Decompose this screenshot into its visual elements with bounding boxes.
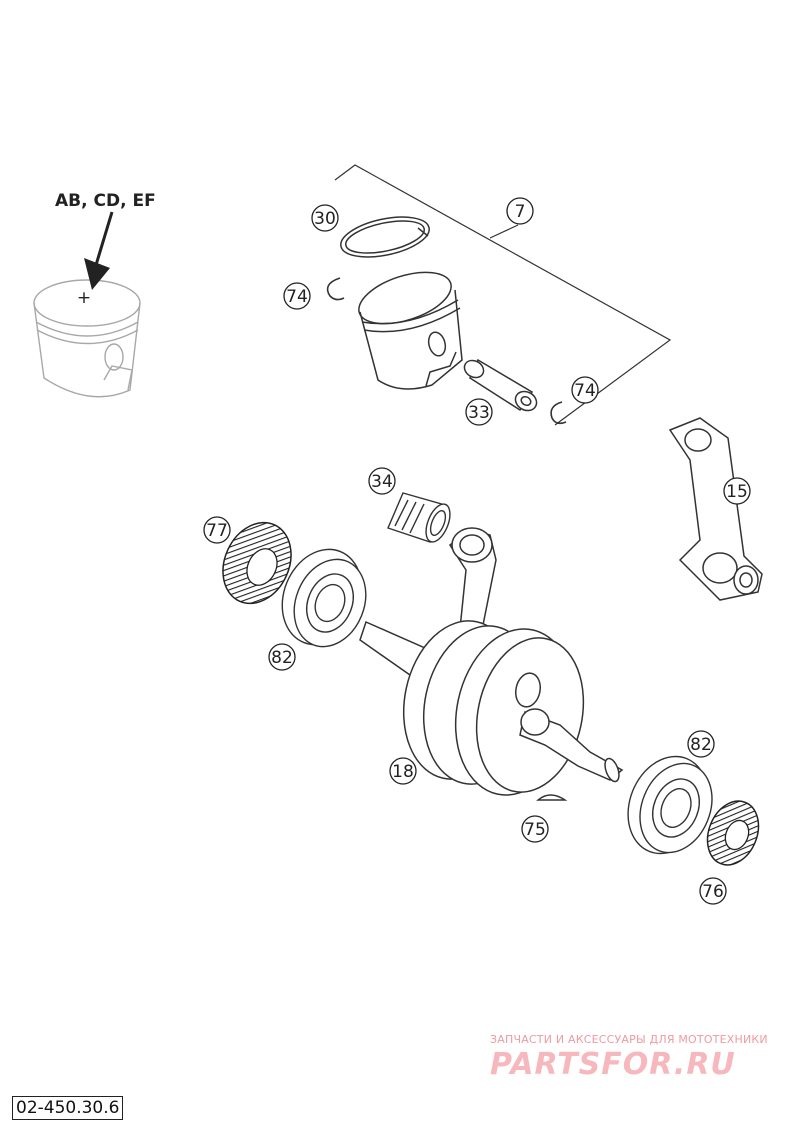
circlip-right bbox=[550, 401, 567, 425]
svg-text:+: + bbox=[77, 288, 91, 308]
piston-reference-drawing bbox=[33, 279, 141, 398]
connecting-rod bbox=[668, 417, 763, 601]
callout-seal-left: 77 bbox=[203, 516, 231, 544]
svg-text:82: 82 bbox=[271, 648, 293, 668]
crankshaft bbox=[359, 527, 624, 796]
svg-text:82: 82 bbox=[690, 735, 712, 755]
bearing-left bbox=[281, 548, 367, 648]
svg-text:30: 30 bbox=[314, 209, 336, 229]
reference-arrow: + bbox=[77, 211, 114, 308]
watermark-tagline: ЗАПЧАСТИ И АКСЕССУАРЫ ДЛЯ МОТОТЕХНИКИ bbox=[490, 1033, 768, 1046]
bearing-right bbox=[627, 755, 713, 855]
svg-text:74: 74 bbox=[286, 287, 308, 307]
piston bbox=[358, 271, 463, 390]
seal-right bbox=[706, 800, 760, 866]
needle-bearing bbox=[387, 492, 451, 543]
seal-left bbox=[222, 521, 292, 605]
piston-pin bbox=[463, 358, 538, 412]
drawing-code: 02-450.30.6 bbox=[12, 1096, 124, 1120]
woodruff-key bbox=[536, 794, 568, 801]
piston-marking-label: AB, CD, EF bbox=[55, 191, 156, 211]
callout-piston-kit: 7 bbox=[506, 197, 534, 225]
callout-bearing-left: 82 bbox=[268, 643, 296, 671]
callout-crankshaft: 18 bbox=[389, 757, 417, 785]
svg-text:74: 74 bbox=[574, 381, 596, 401]
callout-circlip-left: 74 bbox=[283, 282, 311, 310]
watermark-brand: PARTSFOR.RU bbox=[490, 1047, 736, 1082]
callout-bearing-right: 82 bbox=[687, 730, 715, 758]
callout-piston-pin: 33 bbox=[465, 398, 493, 426]
svg-text:76: 76 bbox=[702, 882, 724, 902]
piston-kit-bracket bbox=[334, 164, 672, 426]
callout-seal-right: 76 bbox=[699, 877, 727, 905]
callout-conrod: 15 bbox=[723, 477, 751, 505]
svg-text:34: 34 bbox=[371, 472, 393, 492]
svg-text:7: 7 bbox=[515, 202, 526, 222]
svg-text:15: 15 bbox=[726, 482, 748, 502]
svg-text:33: 33 bbox=[468, 403, 490, 423]
circlip-left bbox=[326, 277, 345, 301]
svg-text:77: 77 bbox=[206, 521, 228, 541]
callout-circlip-right: 74 bbox=[571, 376, 599, 404]
callout-woodruff-key: 75 bbox=[521, 815, 549, 843]
callout-needle-bearing: 34 bbox=[368, 467, 396, 495]
callout-piston-ring: 30 bbox=[311, 204, 339, 232]
piston-ring bbox=[340, 216, 430, 258]
svg-text:18: 18 bbox=[392, 762, 414, 782]
svg-text:75: 75 bbox=[524, 820, 546, 840]
